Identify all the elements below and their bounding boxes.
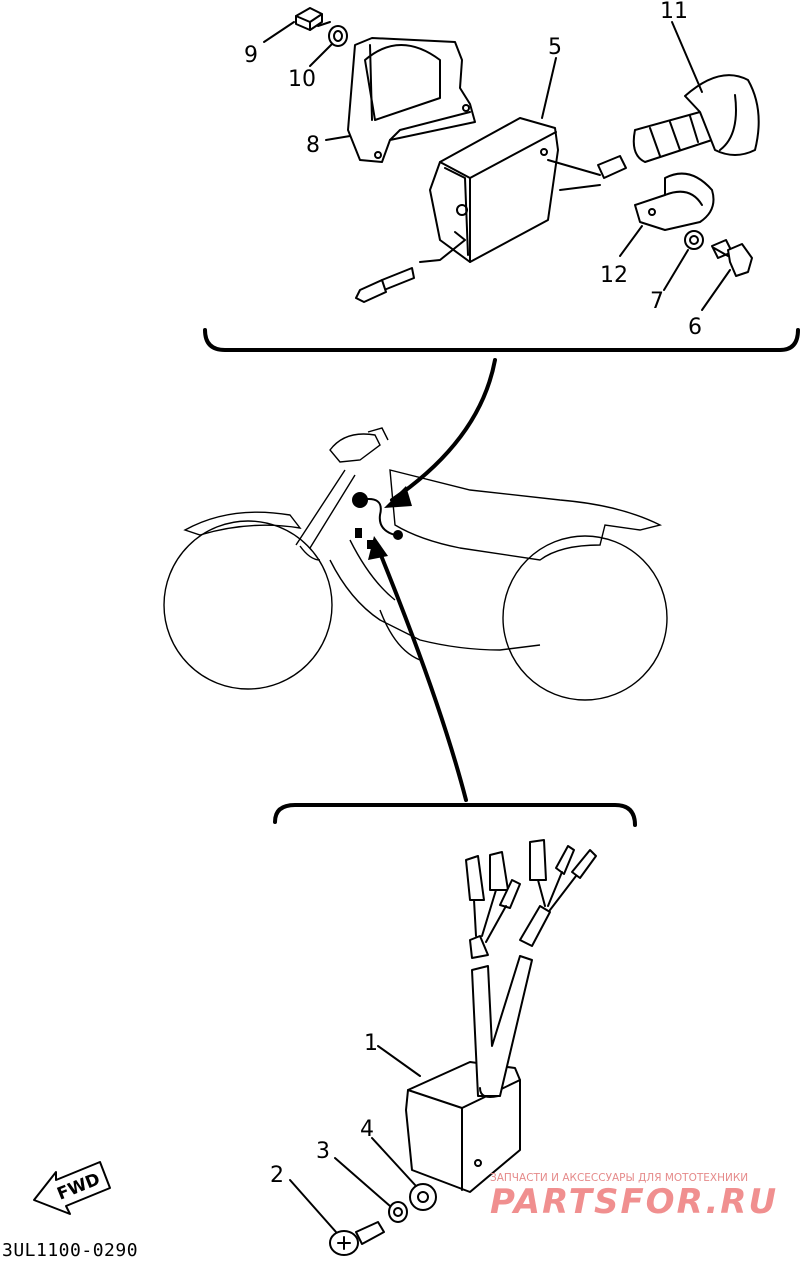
callout-9: 9: [244, 43, 258, 68]
washer-part-4: [409, 1183, 437, 1211]
callout-7: 7: [650, 289, 664, 314]
callout-3: 3: [316, 1139, 330, 1164]
lock-washer-part-3: [388, 1201, 408, 1223]
callout-8: 8: [306, 133, 320, 158]
callout-12: 12: [600, 263, 628, 288]
callout-10: 10: [288, 67, 316, 92]
callout-1: 1: [364, 1031, 378, 1056]
callout-5: 5: [548, 35, 562, 60]
diagram-code: 3UL1100-0290: [2, 1240, 139, 1261]
bracket-part-8: [347, 37, 476, 163]
bolt-part-9: [295, 7, 331, 31]
lower-pointer-arrow: [368, 536, 468, 802]
callout-6: 6: [688, 315, 702, 340]
watermark-brand: PARTSFOR.RU: [490, 1182, 779, 1222]
upper-pointer-arrow: [384, 358, 497, 508]
bolt-part-6: [711, 239, 753, 277]
top-group-bracket: [203, 328, 800, 352]
screw-part-2: [329, 1221, 385, 1256]
ignition-coil-part-5: [355, 117, 601, 303]
watermark-subtitle: ЗАПЧАСТИ И АКСЕССУАРЫ ДЛЯ МОТОТЕХНИКИ: [490, 1172, 749, 1184]
callout-4: 4: [360, 1117, 374, 1142]
callout-11: 11: [660, 0, 688, 24]
forward-direction-arrow: FWD: [33, 1161, 111, 1215]
washer-part-10: [328, 25, 348, 47]
spark-plug-cap-part-11: [597, 74, 760, 179]
motorcycle-outline: [163, 427, 668, 701]
washer-part-7: [684, 230, 704, 250]
callout-2: 2: [270, 1163, 284, 1188]
bottom-group-bracket: [273, 803, 637, 827]
clamp-part-12: [634, 172, 715, 231]
cdi-unit-part-1: [405, 839, 597, 1193]
